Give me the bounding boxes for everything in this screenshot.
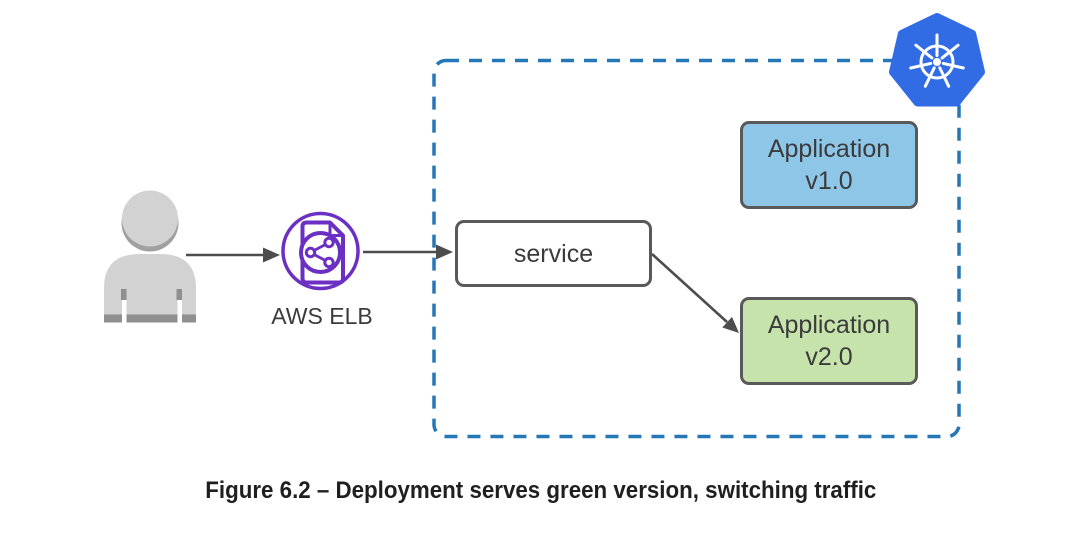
arrow-user-to-elb <box>186 247 280 263</box>
application-v1-label: Application v1.0 <box>767 135 891 195</box>
application-v2-node: Application v2.0 <box>740 297 918 385</box>
figure-caption-text: Figure 6.2 – Deployment serves green ver… <box>205 477 877 504</box>
application-v2-label: Application v2.0 <box>767 311 891 371</box>
arrow-service-to-app-v2 <box>651 253 739 333</box>
person-icon <box>104 190 196 323</box>
service-node-label: service <box>513 239 594 268</box>
application-v1-node: Application v1.0 <box>740 121 918 209</box>
arrow-elb-to-service <box>363 244 453 260</box>
aws-elb-icon <box>281 211 360 291</box>
aws-elb-label: AWS ELB <box>271 303 373 329</box>
kubernetes-cluster-boundary <box>432 58 961 439</box>
kubernetes-icon <box>889 13 985 107</box>
service-node: service <box>455 220 652 287</box>
figure-caption: Figure 6.2 – Deployment serves green ver… <box>0 477 1082 505</box>
